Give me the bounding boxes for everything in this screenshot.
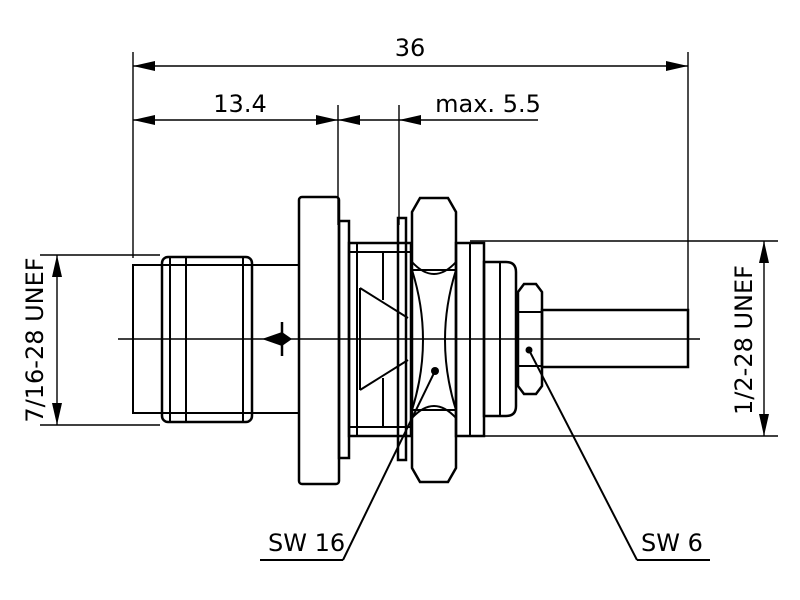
hex-nut-large bbox=[410, 196, 458, 484]
callout-sw16: SW 16 bbox=[268, 529, 345, 557]
leader-line-sw6 bbox=[528, 349, 638, 561]
callout-sw6: SW 6 bbox=[641, 529, 703, 557]
coupling-body-left bbox=[132, 255, 300, 424]
dimension-body-label: 13.4 bbox=[213, 90, 266, 118]
lock-washer bbox=[396, 216, 408, 462]
flange bbox=[297, 195, 341, 486]
dimension-left-thread: 7/16-28 UNEF bbox=[21, 254, 160, 426]
right-thread-label: 1/2-28 UNEF bbox=[730, 265, 758, 415]
dimension-right-thread: 1/2-28 UNEF bbox=[470, 240, 778, 437]
rear-pin bbox=[540, 308, 690, 369]
dimension-max-panel: max. 5.5 bbox=[338, 90, 541, 225]
dimension-overall-label: 36 bbox=[395, 34, 426, 62]
dimension-overall: 36 bbox=[132, 34, 689, 310]
leader-line-sw16 bbox=[342, 370, 436, 561]
rear-body bbox=[454, 241, 518, 438]
dimension-body: 13.4 bbox=[133, 90, 339, 225]
dimension-max-panel-label: max. 5.5 bbox=[435, 90, 541, 118]
left-thread-label: 7/16-28 UNEF bbox=[21, 257, 49, 422]
center-pin-marker bbox=[262, 322, 292, 356]
